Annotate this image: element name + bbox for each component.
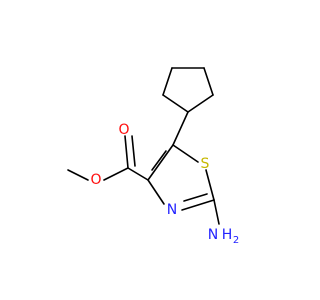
molecule-diagram: O O S N N H 2 — [67, 67, 239, 246]
bonds — [67, 67, 220, 225]
bond-cp-5 — [162, 94, 189, 113]
bond-cp-1 — [187, 94, 214, 113]
bond-s-c2 — [205, 169, 215, 201]
bond-cp-c5 — [172, 111, 189, 146]
bond-c4-carbonyl — [127, 167, 149, 181]
bond-c2-n-double — [183, 193, 208, 202]
ring-nitrogen-label: N — [167, 202, 177, 218]
atoms: O O S N N H 2 — [90, 122, 239, 246]
amino-hydrogen-count: 2 — [233, 235, 239, 246]
bond-c2-nh2 — [213, 199, 220, 225]
bond-carbonyl-o — [124, 135, 129, 169]
bond-cp-2 — [203, 67, 214, 96]
bond-c2-n — [181, 199, 215, 211]
sulfur-label: S — [201, 156, 210, 172]
bond-c5-c4-double — [151, 150, 167, 171]
ether-oxygen-label: O — [90, 172, 101, 188]
bond-carbonyl-oxy — [103, 167, 129, 181]
amino-hydrogen-label: H — [222, 227, 233, 243]
bond-c5-s — [172, 144, 199, 163]
bond-n-c4 — [147, 179, 165, 205]
bond-carbonyl-o-double — [131, 135, 136, 167]
bond-c5-c4 — [147, 144, 174, 181]
amino-nitrogen-label: N — [208, 227, 218, 243]
bond-oxy-methyl — [67, 169, 89, 181]
carbonyl-oxygen-label: O — [118, 122, 129, 138]
structure-canvas: O O S N N H 2 — [67, 67, 240, 246]
bond-cp-4 — [162, 67, 173, 96]
